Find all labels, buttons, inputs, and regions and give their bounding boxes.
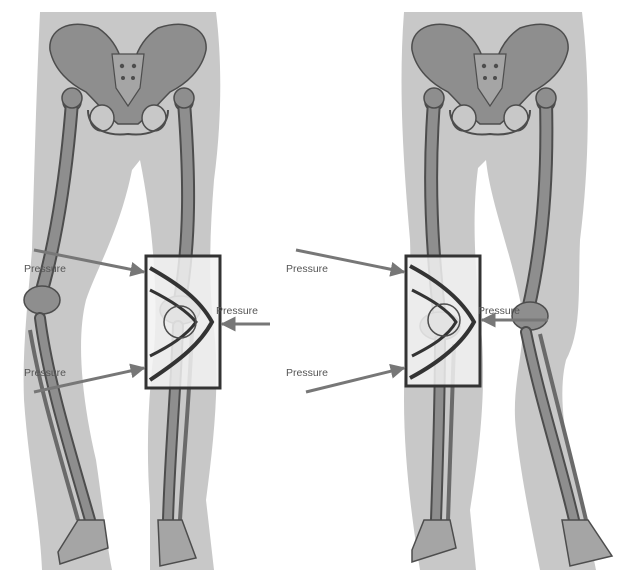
right-foot-2 (562, 520, 612, 566)
left-label-lower: Pressure (24, 367, 66, 379)
left-knee-brace (146, 256, 220, 388)
right-label-middle: Pressure (478, 305, 520, 317)
right-panel: Pressure Pressure Pressure (286, 12, 612, 570)
left-label-middle: Pressure (216, 305, 258, 317)
right-knee-brace (406, 256, 480, 386)
right-label-lower: Pressure (286, 367, 328, 379)
left-label-upper: Pressure (24, 263, 66, 275)
left-panel: Pressure Pressure Pressure (24, 12, 270, 570)
right-label-upper: Pressure (286, 263, 328, 275)
